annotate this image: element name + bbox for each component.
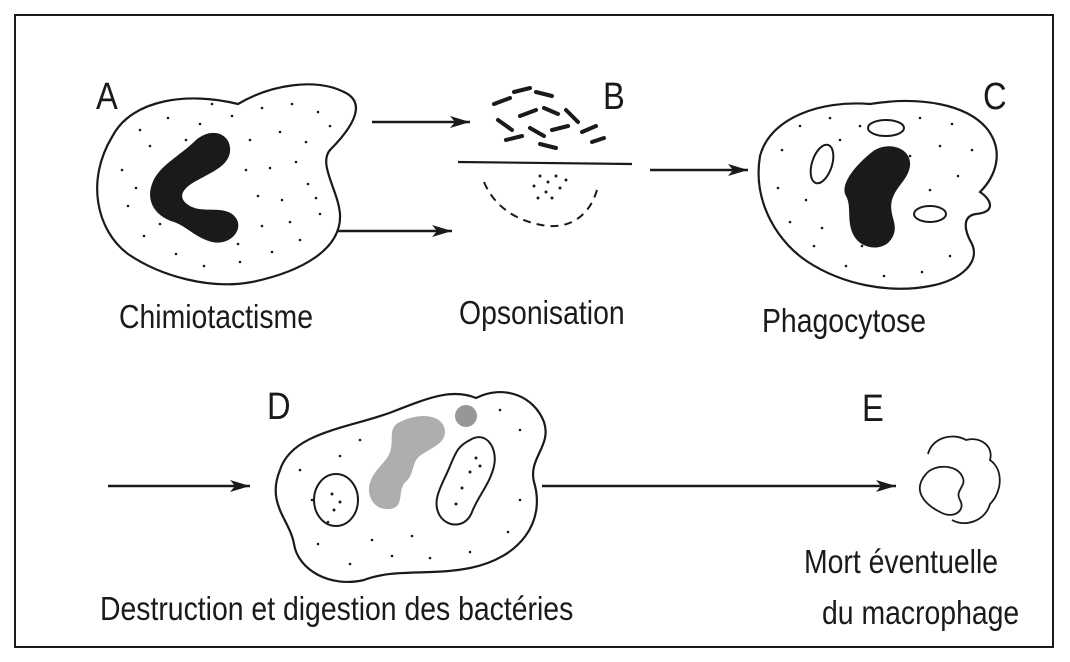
cell-d-nucleus: [370, 417, 444, 508]
stage-d-letter: D: [267, 388, 291, 426]
bacteria-cluster: [494, 88, 604, 148]
opsonised-bacterium: [484, 182, 598, 226]
cell-c: [759, 101, 997, 289]
stage-d-caption: Destruction et digestion des bactéries: [100, 592, 573, 625]
vacuole-left-contents: [331, 493, 342, 512]
cell-c-nucleus: [844, 146, 910, 247]
stage-c-caption: Phagocytose: [762, 304, 926, 337]
stage-b-letter: B: [603, 78, 625, 116]
cell-e: [920, 436, 1000, 523]
opsonised-stipple: [533, 175, 568, 200]
vacuole-right-contents: [455, 457, 482, 506]
vacuole-right: [437, 437, 495, 524]
stage-c-letter: C: [983, 78, 1007, 116]
cell-d: [276, 392, 546, 582]
phagosome-top: [868, 120, 904, 136]
stage-e-caption-line2: du macrophage: [822, 596, 1019, 629]
stage-a-letter: A: [96, 78, 118, 116]
stage-b-caption: Opsonisation: [459, 296, 625, 329]
cell-d-nucleus-lobe: [456, 406, 476, 426]
opsonin-line: [458, 162, 632, 164]
stage-a-caption: Chimiotactisme: [119, 300, 313, 333]
phagosome-right: [914, 206, 946, 222]
phagosome-left: [806, 142, 837, 186]
cell-e-inner: [920, 467, 964, 515]
cell-a: [97, 84, 356, 284]
cell-a-nucleus: [150, 133, 238, 243]
stage-e-caption-line1: Mort éventuelle: [804, 545, 998, 578]
vacuole-left: [314, 474, 358, 526]
cell-a-membrane: [97, 84, 356, 284]
stage-e-letter: E: [862, 390, 884, 428]
